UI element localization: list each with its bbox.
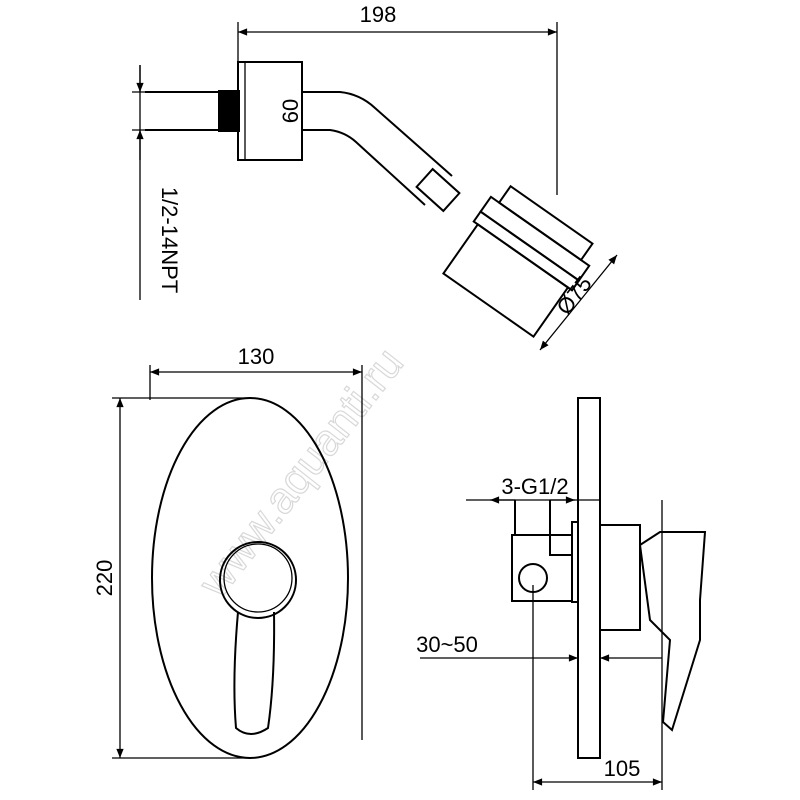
dim-plate-width: 130 xyxy=(238,344,275,369)
side-view xyxy=(420,397,707,790)
dim-flange-height: 60 xyxy=(278,99,303,123)
dim-install-depth: 30~50 xyxy=(416,632,478,657)
dim-total-depth: 105 xyxy=(604,756,641,781)
dim-thread: 1/2-14NPT xyxy=(157,187,182,293)
dim-shower-reach: 198 xyxy=(360,2,397,27)
shower-arm-view xyxy=(132,22,618,351)
front-view xyxy=(112,365,363,759)
dim-head-diameter: Ø75 xyxy=(551,271,596,319)
dim-plate-height: 220 xyxy=(92,560,117,597)
dim-inlets: 3-G1/2 xyxy=(501,474,568,499)
